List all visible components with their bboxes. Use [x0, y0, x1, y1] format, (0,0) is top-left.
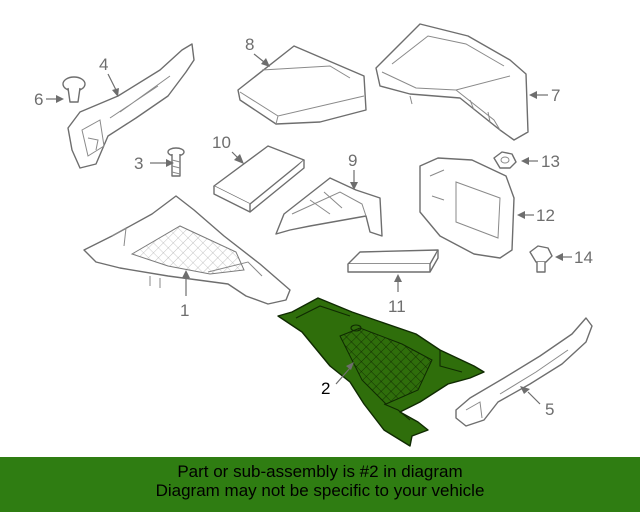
callout-6: 6	[34, 90, 43, 109]
part-14-bolt	[529, 245, 553, 273]
banner-line-disclaimer: Diagram may not be specific to your vehi…	[155, 481, 485, 500]
callout-14: 14	[574, 248, 593, 267]
part-13-nut	[493, 151, 517, 169]
part-7-housing	[375, 23, 529, 141]
callout-9: 9	[348, 151, 357, 170]
callout-4: 4	[99, 55, 108, 74]
callout-8: 8	[245, 35, 254, 54]
callout-13: 13	[541, 152, 560, 171]
callout-7: 7	[551, 86, 560, 105]
callout-5: 5	[545, 400, 554, 419]
part-8-box	[237, 45, 367, 125]
callout-1: 1	[180, 301, 189, 320]
banner-line-part: Part or sub-assembly is #2 in diagram	[177, 462, 463, 481]
part-6-push-pin	[62, 76, 86, 103]
part-12-panel	[419, 157, 515, 259]
part-11-filter	[347, 249, 439, 273]
part-2-highlighted-tray	[277, 297, 485, 447]
parts-diagram: 1 2 3 4 5 6 7 8 9 10 11 12 13 14	[34, 23, 593, 447]
callout-2: 2	[321, 379, 330, 398]
part-3-screw	[167, 147, 185, 177]
callout-12: 12	[536, 206, 555, 225]
part-4-bracket	[67, 43, 195, 169]
callout-10: 10	[212, 133, 231, 152]
callout-3: 3	[134, 154, 143, 173]
leader-lines	[46, 53, 572, 405]
part-10-filter	[213, 145, 305, 213]
part-1-tray	[83, 195, 291, 305]
callout-11: 11	[388, 297, 406, 316]
part-9-bracket	[275, 177, 383, 237]
info-banner: Part or sub-assembly is #2 in diagram Di…	[0, 457, 640, 512]
part-5-bracket	[455, 317, 593, 427]
